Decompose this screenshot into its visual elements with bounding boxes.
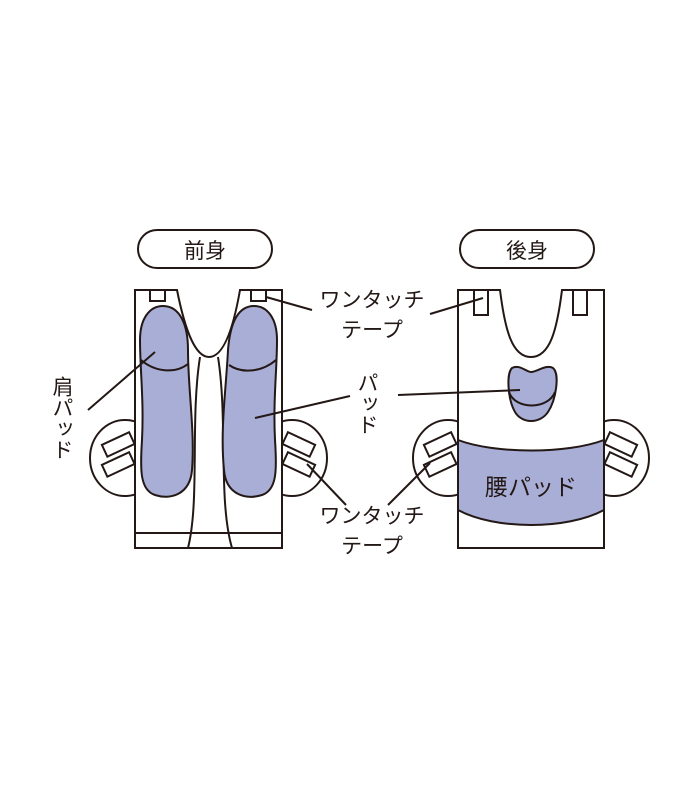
back-left-tape-icon [422, 430, 458, 479]
front-right-pad [221, 304, 279, 498]
back-right-tab [572, 289, 588, 316]
front-left-shoulder-seam [140, 359, 189, 372]
back-upper-pad [507, 365, 558, 422]
front-right-shoulder-seam [228, 359, 277, 372]
one-touch-tape-bottom-label-2: テープ [341, 534, 403, 558]
front-title-pill [137, 229, 273, 269]
back-title: 後身 [506, 239, 548, 263]
front-left-pad [138, 304, 194, 498]
front-title: 前身 [184, 239, 226, 263]
back-garment: 後身 腰パッド [412, 229, 650, 549]
waist-pad [457, 438, 605, 526]
front-right-tab [250, 289, 267, 302]
pad-label: パッド [355, 372, 379, 435]
one-touch-tape-top-label-2: テープ [341, 318, 403, 342]
one-touch-tape-bottom-label-1: ワンタッチ [320, 504, 425, 528]
front-left-tape-icon [100, 430, 136, 479]
back-left-tab [473, 289, 489, 316]
back-right-tape-icon [603, 430, 639, 479]
shoulder-pad-label: 肩パッド [50, 376, 74, 460]
back-upper-pad-seam [508, 391, 556, 407]
front-left-tab [149, 289, 166, 302]
back-title-pill [459, 229, 595, 269]
leader-lines [87, 296, 521, 506]
front-garment: 前身 [89, 229, 328, 549]
one-touch-tape-top-label-1: ワンタッチ [320, 288, 425, 312]
waist-pad-label: 腰パッド [485, 475, 577, 501]
